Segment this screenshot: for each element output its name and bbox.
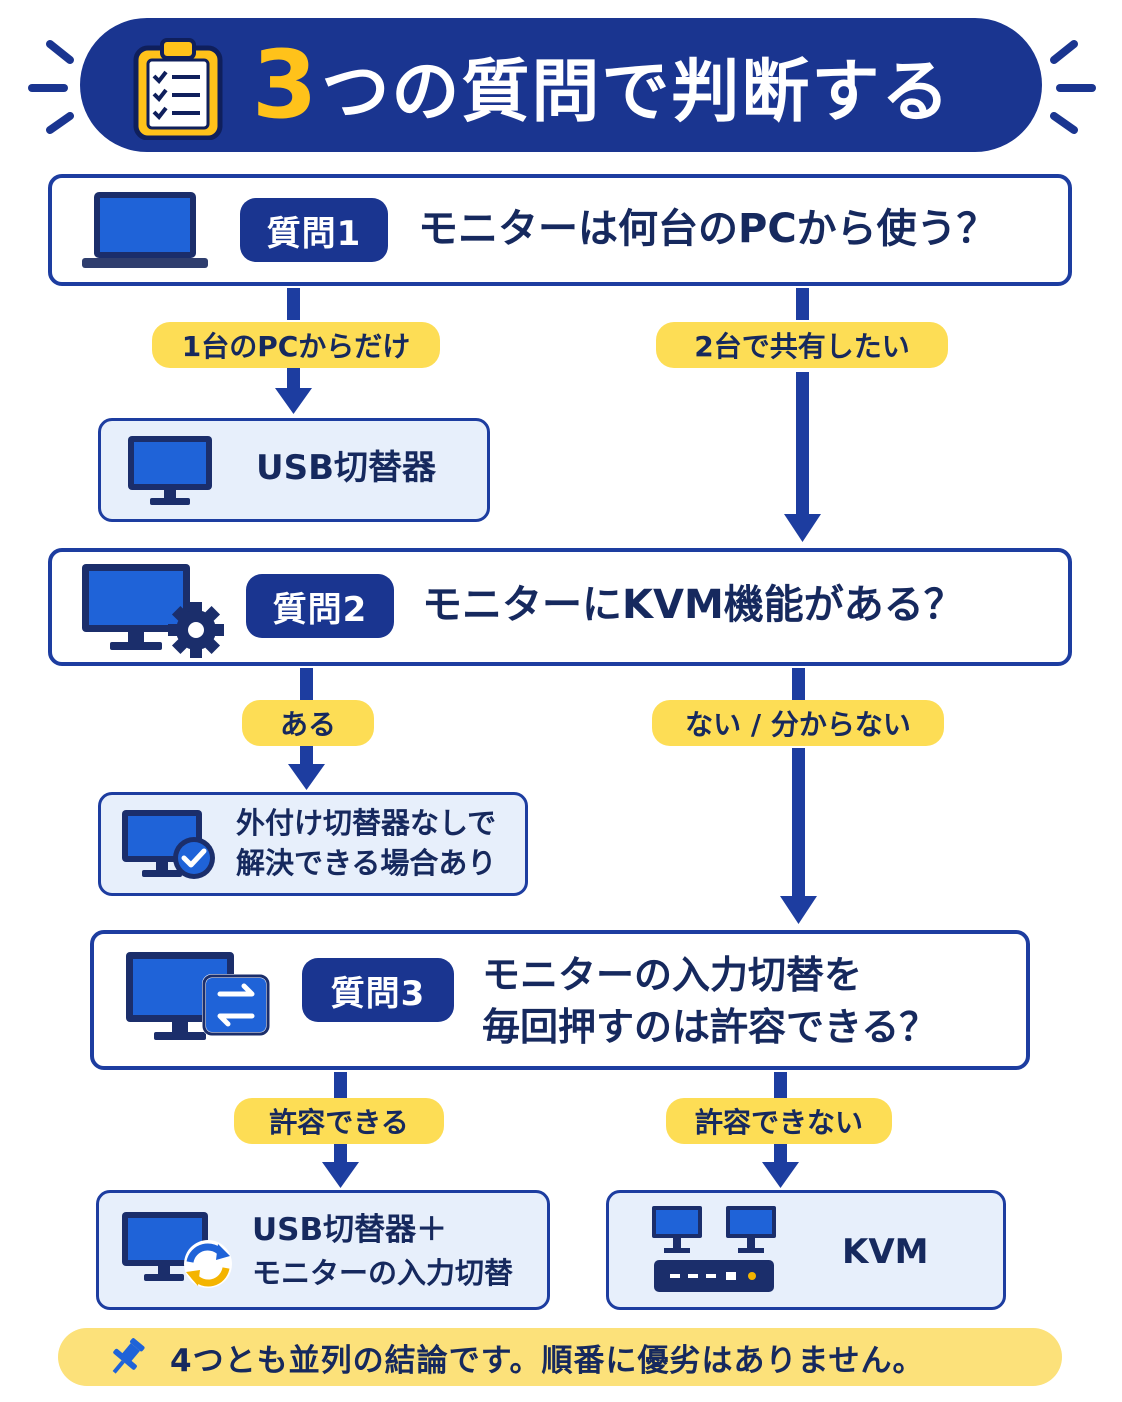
title-text: つの質問で判断する [321, 52, 952, 132]
question-3-line2: 毎回押すのは許容できる？ [482, 1005, 938, 1049]
result-kvm-text: KVM [842, 1232, 929, 1272]
arrow-q2-right-bottom [792, 748, 805, 900]
footer-note-bar [58, 1328, 1062, 1386]
result-builtin-line1: 外付け切替器なしで [236, 806, 497, 840]
arrow-q1-right-top [796, 288, 809, 320]
arrow-head [780, 896, 817, 924]
monitor-check-icon [122, 810, 215, 879]
arrow-head [322, 1162, 359, 1188]
label-q1-one-pc: 1台のPCからだけ [152, 322, 440, 368]
result-builtin-line2: 解決できる場合あり [236, 846, 497, 880]
monitor-input-switch-icon [126, 952, 270, 1040]
arrow-q1-left-top [287, 288, 300, 320]
arrow-q2-left-bottom [300, 746, 313, 766]
label-q1-share-two: 2台で共有したい [656, 322, 948, 368]
burst-left-icon [28, 40, 74, 134]
arrow-q3-right-bottom [774, 1144, 787, 1166]
laptop-icon [82, 192, 208, 268]
question-1-text: モニターは何台のPCから使う？ [418, 206, 997, 252]
footer-note-text: 4つとも並列の結論です。順番に優劣はありません。 [170, 1342, 925, 1379]
result-usb-plus-line2: モニターの入力切替 [252, 1256, 514, 1290]
title-number: 3 [252, 30, 318, 140]
burst-right-icon [1050, 40, 1096, 134]
label-q2-no: ない / 分からない [652, 700, 944, 746]
arrow-q2-left-top [300, 668, 313, 700]
question-1-badge: 質問1 [240, 198, 388, 262]
arrow-head [288, 764, 325, 790]
monitor-settings-icon [82, 564, 224, 658]
arrow-q1-right-bottom [796, 372, 809, 518]
arrow-q3-left-bottom [334, 1144, 347, 1166]
arrow-q3-right-top [774, 1072, 787, 1098]
monitor-icon [128, 436, 212, 505]
question-2-badge: 質問2 [246, 574, 394, 638]
pushpin-icon [112, 1338, 145, 1374]
kvm-switch-icon [652, 1206, 776, 1292]
result-usb-plus-line1: USB切替器＋ [252, 1212, 448, 1248]
arrow-q3-left-top [334, 1072, 347, 1098]
clipboard-icon [133, 38, 223, 140]
arrow-q1-left-bottom [287, 368, 300, 390]
title-banner [80, 18, 1042, 152]
monitor-cycle-icon [122, 1212, 232, 1288]
question-2-text: モニターにKVM機能がある？ [422, 582, 964, 628]
label-q3-acceptable: 許容できる [234, 1098, 444, 1144]
arrow-q2-right-top [792, 668, 805, 700]
question-1-box [48, 174, 1072, 286]
question-3-badge: 質問3 [302, 958, 454, 1022]
arrow-head [762, 1162, 799, 1188]
question-3-line1: モニターの入力切替を [482, 953, 863, 997]
page-title: 3 つの質問で判断する [252, 26, 951, 144]
label-q3-not-acceptable: 許容できない [666, 1098, 892, 1144]
arrow-head [784, 514, 821, 542]
arrow-head [275, 388, 312, 414]
result-usb-switch-text: USB切替器 [256, 448, 437, 488]
label-q2-yes: ある [242, 700, 374, 746]
